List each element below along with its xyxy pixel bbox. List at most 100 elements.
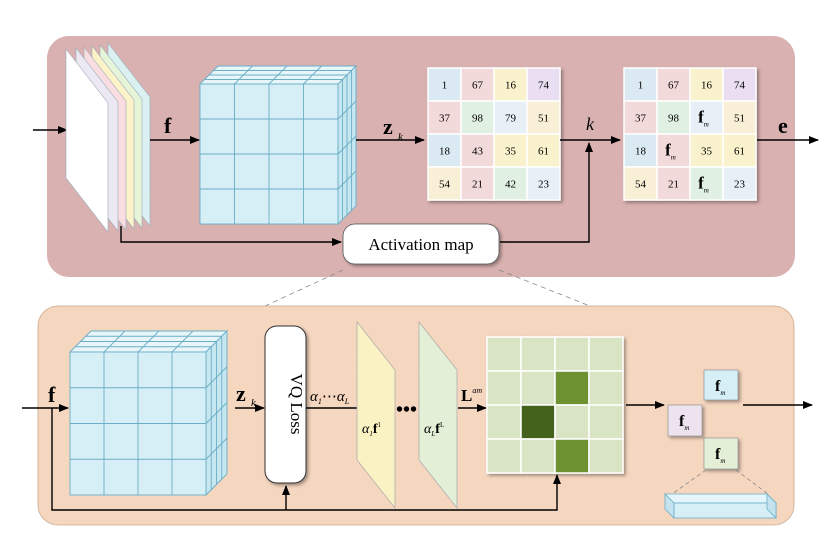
alpha-range-label: α1⋯αL: [310, 389, 350, 406]
grid-cell-value: 67: [668, 80, 680, 92]
activation-map-label: Activation map: [368, 235, 473, 254]
activation-map-box: [342, 223, 500, 265]
grid-cell-value: 21: [472, 179, 483, 191]
grid-cell-value: 35: [505, 146, 517, 158]
heatmap-cell: [588, 404, 624, 440]
label-z-sub-bottom: k: [251, 397, 257, 409]
heatmap-cell: [554, 404, 590, 440]
grid-cell-value: fm: [698, 174, 709, 195]
label-k: k: [586, 114, 595, 134]
vq-loss-box: [264, 325, 307, 484]
heatmap-cell: [520, 336, 556, 372]
grid-cell: [689, 166, 724, 201]
grid-cell-value: 21: [668, 179, 679, 191]
heatmap-cell: [486, 370, 522, 406]
grid-cell-value: 42: [505, 179, 516, 191]
grid-cell-value: 16: [505, 80, 517, 92]
heatmap-cell: [486, 404, 522, 440]
heatmap-cell: [554, 370, 590, 406]
grid-cell-value: 37: [439, 113, 451, 125]
feature-cube-top: [198, 64, 358, 226]
fm-tile-3: fm: [703, 437, 739, 470]
grid-cell-value: 98: [472, 113, 484, 125]
grid-cell: [493, 133, 528, 168]
grid-cell: [427, 166, 462, 201]
sheets-to-activation-line: [120, 226, 342, 246]
grid-cell: [427, 67, 462, 102]
f-feedback-line: [51, 408, 561, 511]
grid-cell-value: 54: [635, 179, 647, 191]
heatmap-cell: [554, 336, 590, 372]
grid-cell-value: fm: [665, 141, 676, 162]
svg-text:fm: fm: [715, 378, 725, 397]
index-grid-1: 1 67 16 74 37 98 79 51 18 43 35 61 54 21 42 23: [427, 67, 561, 201]
heatmap-cell: [588, 370, 624, 406]
grid-cell-value: 79: [505, 113, 517, 125]
grid-cell-value: 23: [538, 179, 550, 191]
heatmap-cell: [520, 404, 556, 440]
grid-cell-value: 67: [472, 80, 484, 92]
ellipsis-dots: •••: [396, 399, 417, 421]
heatmap-cell: [554, 438, 590, 474]
grid-cell: [656, 100, 691, 135]
heatmap-cell: [520, 370, 556, 406]
fm-flat-slab: [664, 493, 777, 519]
heatmap-cell: [588, 438, 624, 474]
fm-tile-1: fm: [703, 369, 739, 401]
grid-cell: [656, 67, 691, 102]
grid-cell: [656, 133, 691, 168]
grid-cell: [689, 100, 724, 135]
label-e: e: [778, 113, 788, 138]
heatmap-cell: [588, 336, 624, 372]
grid-cell-value: 51: [538, 113, 549, 125]
fm-tile-2: fm: [667, 404, 703, 437]
grid-cell: [722, 166, 757, 201]
svg-text:fm: fm: [679, 413, 689, 432]
grid-cell: [526, 166, 561, 201]
grid-cell: [722, 133, 757, 168]
label-z-top: z: [383, 114, 393, 139]
activation-heatmap: [486, 336, 624, 474]
grid-cell-value: 43: [472, 146, 484, 158]
grid-cell-value: 1: [442, 80, 448, 92]
alpha1-feature-sheet: [356, 320, 396, 510]
grid-cell-value: 61: [734, 146, 745, 158]
grid-cell-value: 74: [734, 80, 746, 92]
lam-label: Lam: [461, 386, 482, 405]
grid-cell-value: 18: [635, 146, 647, 158]
grid-cell: [623, 133, 658, 168]
alphaL-feature-sheet: [418, 320, 458, 510]
zoom-line-right: [498, 269, 591, 307]
alpha1-label: α1f1: [362, 421, 382, 438]
grid-cell-value: 16: [701, 80, 713, 92]
label-f-top: f: [164, 113, 172, 138]
heatmap-cell: [486, 336, 522, 372]
grid-cell: [526, 100, 561, 135]
grid-cell-value: 98: [668, 113, 680, 125]
grid-cell-value: 37: [635, 113, 647, 125]
grid-cell-value: 51: [734, 113, 745, 125]
heatmap-cell: [486, 438, 522, 474]
grid-cell-value: 18: [439, 146, 451, 158]
vq-loss-label: VQ Loss: [287, 374, 306, 435]
alphaL-label: αLfL: [424, 421, 444, 438]
grid-cell: [722, 100, 757, 135]
grid-cell: [526, 133, 561, 168]
grid-cell-value: fm: [698, 108, 709, 129]
grid-cell-value: 1: [638, 80, 644, 92]
label-z-sub-top: k: [398, 131, 404, 143]
grid-cell-value: 35: [701, 146, 713, 158]
grid-cell-value: 61: [538, 146, 549, 158]
grid-cell-value: 74: [538, 80, 550, 92]
grid-cell: [460, 166, 495, 201]
grid-cell-value: 23: [734, 179, 746, 191]
label-f-bottom: f: [48, 382, 56, 407]
grid-cell: [493, 100, 528, 135]
grid-cell-value: 54: [439, 179, 451, 191]
feature-sheets: [65, 42, 151, 233]
heatmap-cell: [520, 438, 556, 474]
index-grid-2: 1 67 16 74 37 98 fm 51 18 fm 35 61 54 21 fm 23: [623, 67, 757, 201]
svg-text:fm: fm: [715, 446, 725, 465]
feature-cube-bottom: [68, 329, 229, 497]
